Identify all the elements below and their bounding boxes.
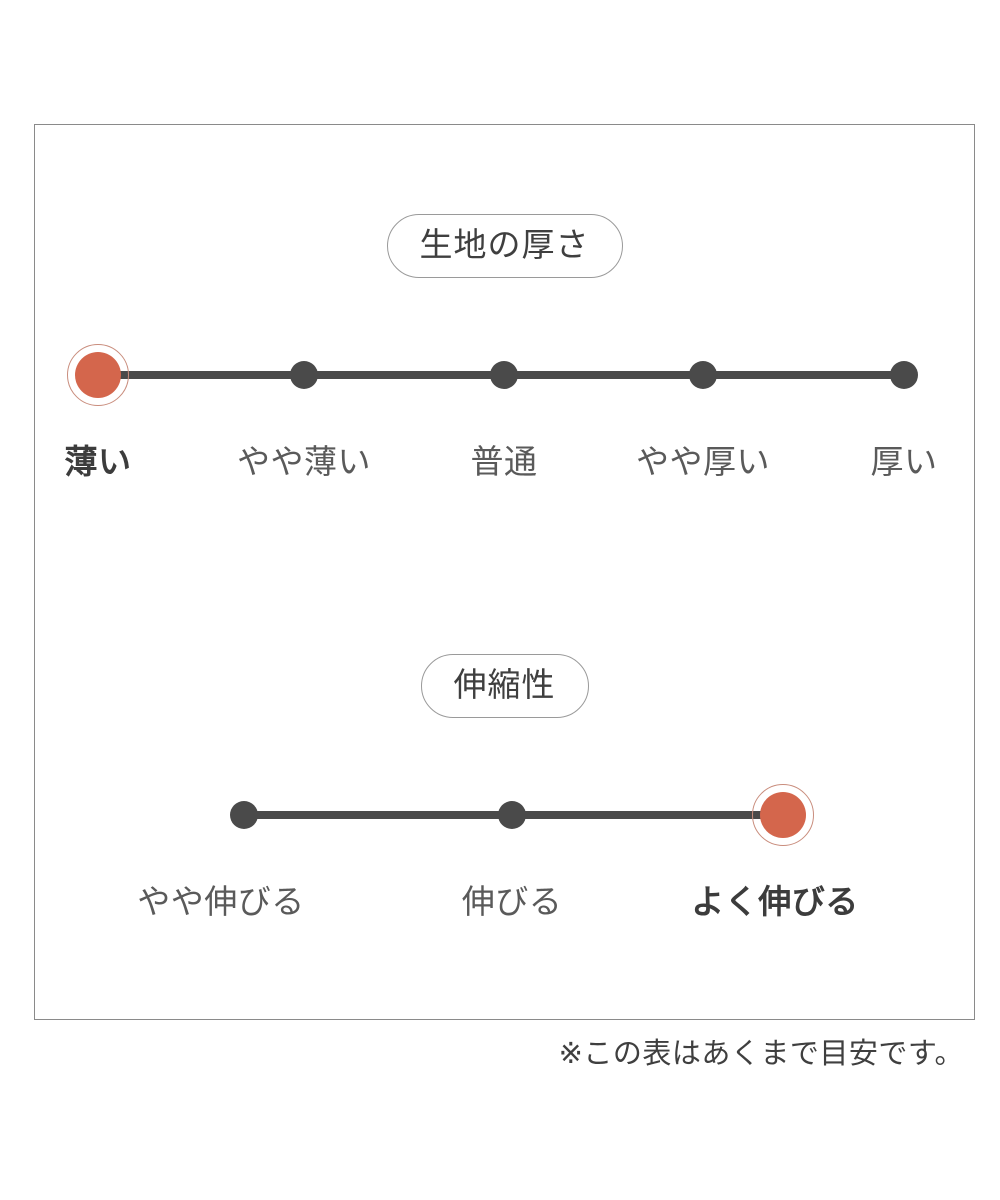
stretch-label-0[interactable]: やや伸びる bbox=[137, 883, 305, 920]
thickness-labels: 薄い やや薄い 普通 やや厚い 厚い bbox=[35, 125, 974, 478]
stretch-dot-1 bbox=[498, 801, 526, 829]
thickness-dot-2 bbox=[490, 361, 518, 389]
thickness-label-3[interactable]: やや厚い bbox=[636, 443, 770, 480]
stretch-selected-dot bbox=[760, 792, 806, 838]
thickness-title-pill: 生地の厚さ bbox=[386, 214, 623, 278]
footnote-note: ※この表はあくまで目安です。 bbox=[558, 1038, 964, 1070]
spec-card: 生地の厚さ bbox=[34, 124, 975, 1020]
thickness-label-1[interactable]: やや薄い bbox=[237, 443, 371, 480]
thickness-label-2[interactable]: 普通 bbox=[470, 443, 538, 480]
stretch-title-wrap: 伸縮性 bbox=[35, 654, 974, 718]
stretch-title-pill: 伸縮性 bbox=[420, 654, 589, 718]
thickness-label-4[interactable]: 厚い bbox=[870, 443, 938, 480]
thickness-dot-1 bbox=[290, 361, 318, 389]
stretch-labels: やや伸びる 伸びる よく伸びる bbox=[35, 565, 974, 918]
thickness-label-0[interactable]: 薄い bbox=[64, 443, 132, 480]
thickness-dot-3 bbox=[689, 361, 717, 389]
stretch-label-1[interactable]: 伸びる bbox=[461, 883, 563, 920]
stretch-selected-ring bbox=[752, 784, 814, 846]
thickness-scale bbox=[35, 125, 974, 406]
thickness-selected-ring bbox=[67, 344, 129, 406]
thickness-dot-4 bbox=[890, 361, 918, 389]
stretch-dot-0 bbox=[230, 801, 258, 829]
stretch-label-2[interactable]: よく伸びる bbox=[691, 883, 859, 920]
thickness-selected-dot bbox=[75, 352, 121, 398]
thickness-title-wrap: 生地の厚さ bbox=[35, 214, 974, 278]
stretch-scale bbox=[35, 565, 974, 846]
